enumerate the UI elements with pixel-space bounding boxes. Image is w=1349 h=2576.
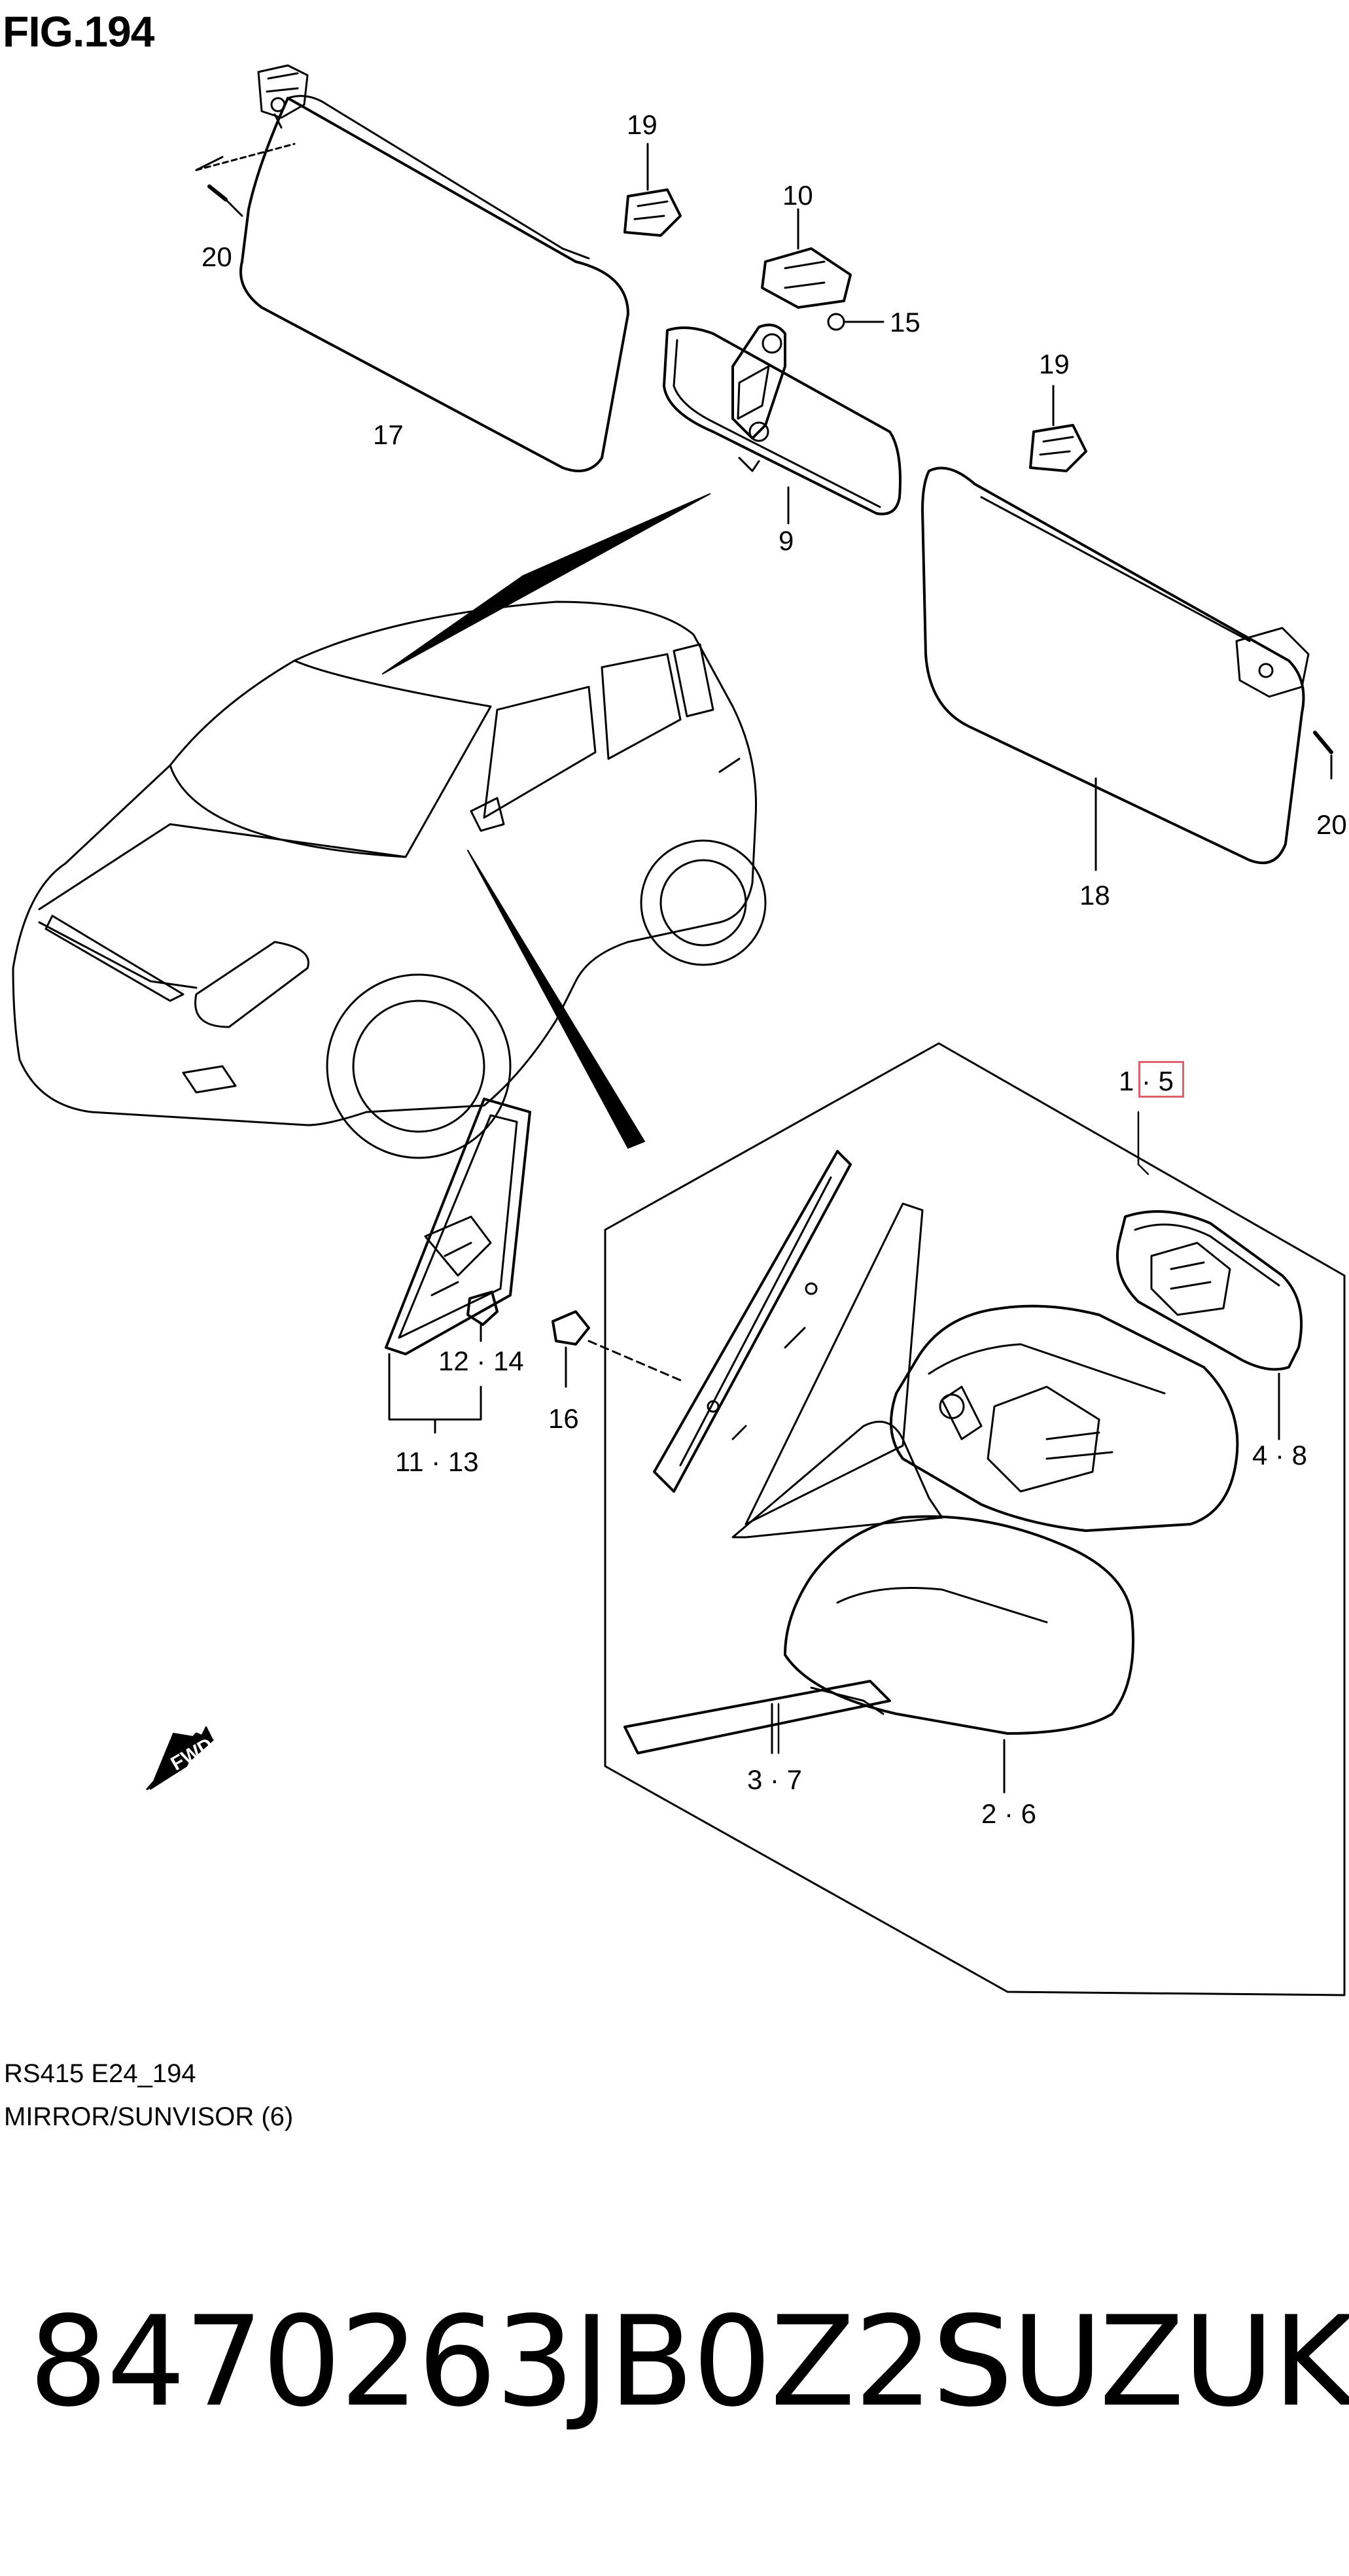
brand-name: SUZUKI (934, 2289, 1349, 2434)
gasket (653, 1150, 852, 1493)
fwd-label-svg: FWD (167, 1734, 217, 1775)
callout-4-8: 4 · 8 (1252, 1440, 1308, 1471)
callout-12-14: 12 · 14 (438, 1346, 524, 1376)
callout-3-7: 3 · 7 (747, 1764, 803, 1795)
callout-9: 9 (779, 525, 794, 556)
parts-diagram: FIG.194 19 20 10 15 17 19 9 20 18 1 · 5 … (3, 7, 1347, 2131)
bracket-10 (761, 208, 852, 309)
inner-mirror (663, 323, 902, 525)
callout-19-left: 19 (627, 109, 657, 140)
left-sunvisor (195, 64, 629, 472)
callout-20-left: 20 (201, 241, 232, 272)
diagram-code: RS415 E24_194 (4, 2059, 196, 2088)
callout-19-right: 19 (1039, 349, 1070, 379)
callout-1-5: 1 · 5 (1119, 1066, 1174, 1096)
screw-15 (827, 313, 885, 331)
fwd-arrow-icon (146, 1726, 214, 1790)
diagram-caption: MIRROR/SUNVISOR (6) (4, 2102, 294, 2131)
callout-16: 16 (548, 1403, 579, 1434)
leader-lines (777, 1111, 1149, 1754)
callout-10: 10 (782, 180, 813, 211)
pointer-line-1 (382, 493, 710, 674)
clip-19-right (1029, 385, 1087, 472)
garnish (623, 1680, 891, 1754)
mirror-assembly-box (604, 1042, 1346, 1996)
nut-16 (552, 1310, 682, 1388)
mirror-glass (1116, 1210, 1303, 1440)
callout-18: 18 (1079, 880, 1110, 911)
figure-title: FIG.194 (3, 7, 154, 56)
mirror-housing (731, 1202, 1239, 1539)
clip-19-left (623, 143, 682, 237)
part-number: 8470263JB0Z2S (29, 2289, 1011, 2434)
diagram-drawing (12, 64, 1346, 1996)
right-sunvisor (921, 466, 1333, 871)
callout-11-13: 11 · 13 (395, 1446, 479, 1477)
car-outline (12, 600, 767, 1159)
callout-15: 15 (890, 307, 920, 338)
mirror-cover (784, 1515, 1134, 1794)
fwd-label: FWD (167, 1734, 217, 1775)
clip-12-14 (466, 1291, 499, 1342)
callout-2-6: 2 · 6 (981, 1798, 1037, 1829)
callout-17: 17 (373, 419, 404, 450)
pointer-line-2 (467, 850, 645, 1149)
triangle-cover (385, 1098, 531, 1434)
highlight-box (1138, 1061, 1184, 1098)
callout-20-right: 20 (1316, 809, 1347, 840)
